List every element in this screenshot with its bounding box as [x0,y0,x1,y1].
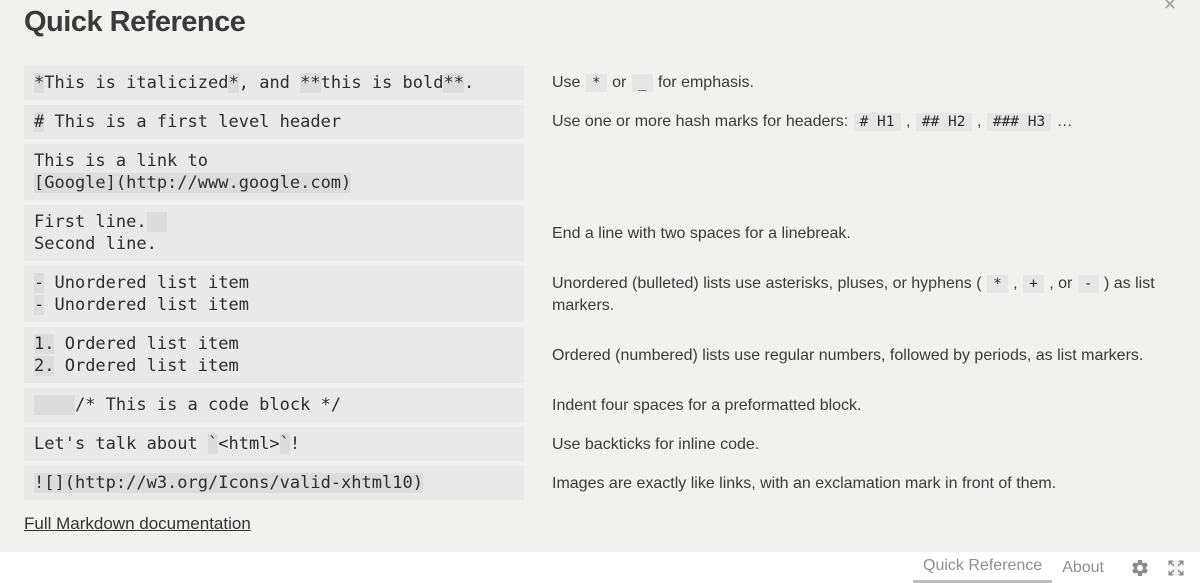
inline-code: - [1077,274,1099,293]
page-title: Quick Reference [24,6,246,38]
inline-code: ## H2 [915,113,972,131]
syntax-highlight: ` [279,434,290,454]
inline-code: _ [631,74,653,92]
syntax-highlight: ` [208,434,219,454]
markdown-example-block: *This is italicized*, and **this is bold… [24,66,524,100]
tab-about[interactable]: About [1062,559,1104,576]
syntax-highlight: * [34,73,45,93]
syntax-highlight: * [228,73,239,93]
footer-bar: Quick Reference About [0,552,1200,583]
full-markdown-documentation-link[interactable]: Full Markdown documentation [24,514,251,533]
syntax-highlight: - [34,273,45,293]
markdown-example-block: First line. Second line. [24,205,524,261]
syntax-highlight: ** [443,73,464,93]
reference-row: *This is italicized*, and **this is bold… [24,66,1172,100]
syntax-highlight: ** [300,73,321,93]
row-description: Indent four spaces for a preformatted bl… [552,396,862,414]
markdown-example-block: Let's talk about `<html>`! [24,427,524,461]
markdown-example-block: ![](http://w3.org/Icons/valid-xhtml10) [24,466,524,500]
inline-code: # H1 [853,113,901,131]
reference-row: This is a link to[Google](http://www.goo… [24,144,1172,200]
fullscreen-icon [1168,560,1183,575]
markdown-example-block: /* This is a code block */ [24,388,524,422]
close-icon[interactable]: × [1164,0,1176,15]
syntax-highlight: - [34,295,45,315]
inline-code: ### H3 [986,113,1052,131]
syntax-highlight: 2. [34,356,55,376]
syntax-highlight [146,212,168,232]
reference-rows: *This is italicized*, and **this is bold… [24,66,1172,505]
inline-code: + [1023,274,1044,293]
row-description: Use one or more hash marks for headers: … [552,113,1073,131]
markdown-example-block: # This is a first level header [24,105,524,139]
row-description: Use * or _ for emphasis. [552,74,754,92]
markdown-example-block: - Unordered list item- Unordered list it… [24,266,524,322]
reference-row: # This is a first level header Use one or… [24,105,1172,139]
gear-icon [1131,559,1148,576]
syntax-highlight [34,395,75,415]
reference-row: Let's talk about `<html>`! Use backticks … [24,427,1172,461]
reference-row: - Unordered list item- Unordered list it… [24,266,1172,322]
inline-code: * [986,274,1008,293]
reference-row: ![](http://w3.org/Icons/valid-xhtml10) Im… [24,466,1172,500]
footer-tabs: Quick Reference About [913,552,1114,583]
tab-quick-reference[interactable]: Quick Reference [913,552,1053,583]
syntax-highlight: # [34,112,45,132]
gear-icon[interactable] [1129,557,1150,578]
row-description: Unordered (bulleted) lists use asterisks… [552,274,1155,314]
inline-code: * [585,74,607,92]
syntax-highlight: [Google](http://www.google.com) [34,173,352,193]
row-description: Images are exactly like links, with an e… [552,474,1057,492]
row-description: End a line with two spaces for a linebre… [552,224,851,242]
row-description: Use backticks for inline code. [552,435,760,453]
reference-row: /* This is a code block */ Indent four sp… [24,388,1172,422]
fullscreen-icon[interactable] [1165,557,1186,578]
row-description: Ordered (numbered) lists use regular num… [552,346,1144,364]
syntax-highlight: 1. [34,334,55,354]
markdown-example-block: This is a link to[Google](http://www.goo… [24,144,524,200]
syntax-highlight: ![](http://w3.org/Icons/valid-xhtml10) [34,473,423,493]
reference-row: First line. Second line. End a line with … [24,205,1172,261]
